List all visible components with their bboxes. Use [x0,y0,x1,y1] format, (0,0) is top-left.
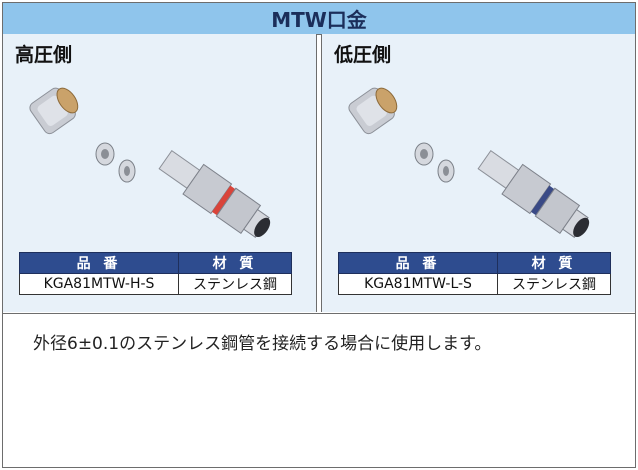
header-material: 材 質 [497,252,611,274]
panel-title-high-pressure: 高圧側 [15,44,73,66]
panel-title-low-pressure: 低圧側 [334,44,392,66]
description-text: 外径6±0.1のステンレス鋼管を接続する場合に使用します。 [33,334,492,354]
part-number-cell: KGA81MTW-H-S [19,273,179,295]
page-title: MTW口金 [3,3,635,35]
header-part-number: 品 番 [19,252,179,274]
material-cell: ステンレス鋼 [178,273,292,295]
panel-high-pressure: 高圧側 [3,34,317,312]
fitting-photo-high-pressure [29,87,271,238]
part-number-cell: KGA81MTW-L-S [338,273,498,295]
spec-table-low-pressure: 品 番 材 質 KGA81MTW-L-S ステンレス鋼 [338,252,611,295]
fitting-photo-low-pressure [348,87,590,238]
header-part-number: 品 番 [338,252,498,274]
header-material: 材 質 [178,252,292,274]
panel-low-pressure: 低圧側 [321,34,635,312]
spec-table-high-pressure: 品 番 材 質 KGA81MTW-H-S ステンレス鋼 [19,252,292,295]
section-divider [3,313,635,314]
product-panels: 高圧側 [3,34,635,313]
material-cell: ステンレス鋼 [497,273,611,295]
